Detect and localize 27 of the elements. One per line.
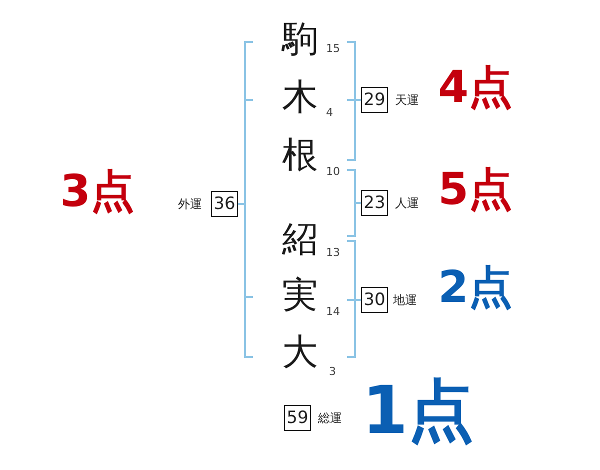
fortune-name: 外運 bbox=[178, 198, 202, 210]
score-text: 5点 bbox=[438, 168, 513, 212]
name-character: 根 bbox=[282, 138, 318, 174]
name-character: 紹 bbox=[282, 222, 318, 258]
score-text: 3点 bbox=[60, 170, 135, 214]
fortune-name: 人運 bbox=[395, 197, 419, 209]
stroke-total-box: 29 bbox=[361, 87, 388, 113]
stroke-total-box: 36 bbox=[211, 191, 238, 217]
fortune-name: 地運 bbox=[393, 294, 417, 306]
fortune-name: 天運 bbox=[395, 94, 419, 106]
stroke-total-box: 59 bbox=[284, 405, 311, 431]
stroke-total-box: 23 bbox=[361, 190, 388, 216]
stroke-count: 15 bbox=[326, 43, 340, 54]
score-text: 1点 bbox=[362, 378, 474, 444]
score-text: 2点 bbox=[438, 266, 513, 310]
fortune-name: 総運 bbox=[318, 412, 342, 424]
stroke-count: 3 bbox=[329, 366, 336, 377]
name-character: 木 bbox=[282, 80, 318, 116]
name-character: 大 bbox=[282, 335, 318, 371]
stroke-count: 14 bbox=[326, 306, 340, 317]
stroke-total-box: 30 bbox=[361, 287, 388, 313]
stroke-count: 4 bbox=[326, 107, 333, 118]
score-text: 4点 bbox=[438, 66, 513, 110]
stroke-count: 13 bbox=[326, 247, 340, 258]
stroke-count: 10 bbox=[326, 166, 340, 177]
name-character: 実 bbox=[282, 278, 318, 314]
name-character: 駒 bbox=[282, 22, 318, 58]
